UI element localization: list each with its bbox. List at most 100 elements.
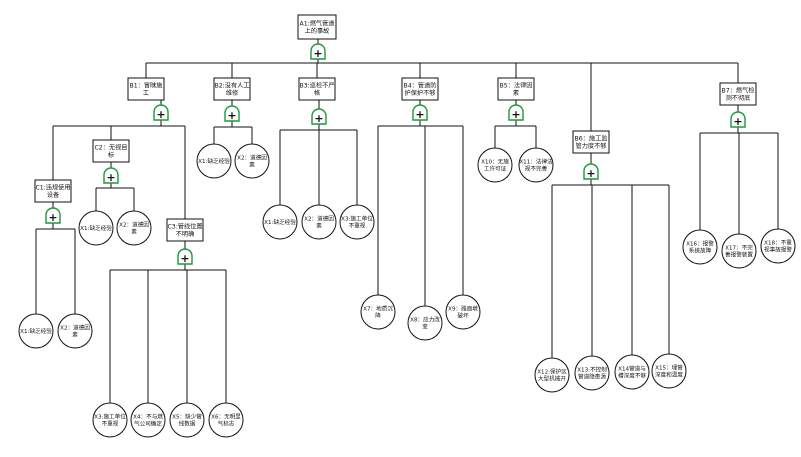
basic-event-label-line: 素 bbox=[316, 222, 322, 230]
basic-event-circle bbox=[760, 228, 796, 264]
or-gate-c2: + bbox=[103, 167, 119, 184]
basic-event-label-line: 深度和温度 bbox=[655, 371, 683, 379]
basic-event-circle bbox=[574, 355, 610, 391]
gate-symbol: + bbox=[180, 252, 189, 265]
event-label-line: 设备 bbox=[47, 191, 60, 199]
basic-event-label-line: X2：道德因 bbox=[237, 154, 267, 162]
gate-symbol: + bbox=[227, 109, 236, 122]
basic-event-label: X1:缺乏经验 bbox=[80, 224, 112, 232]
basic-event-label: X1:缺乏经验 bbox=[198, 157, 230, 165]
event-label: A1:燃气管道上的事故 bbox=[299, 19, 334, 35]
event-label-line: 工 bbox=[143, 90, 149, 97]
basic-event-label-line: X9：路面墩 bbox=[448, 305, 478, 313]
basic-event-b3-x3: X3:施工单位不重视 bbox=[339, 204, 375, 240]
basic-event-label: X1:缺乏经验 bbox=[20, 327, 52, 335]
basic-event-label-line: 善报警装置 bbox=[725, 251, 753, 259]
event-box-frame bbox=[719, 82, 757, 106]
basic-event-label: X12:保护区大型机械开 bbox=[537, 368, 567, 383]
basic-event-x7: X7：地质沉降 bbox=[360, 294, 396, 330]
or-gate-c3: + bbox=[177, 248, 193, 265]
basic-event-label-line: X2：道德因 bbox=[119, 221, 149, 229]
basic-event-circle bbox=[116, 210, 152, 246]
basic-event-x18: X18：不重视事故报警 bbox=[760, 228, 796, 264]
basic-event-label-line: 素 bbox=[249, 161, 255, 169]
basic-event-label: X2：道德因素 bbox=[119, 221, 149, 236]
basic-event-label-line: 不重视 bbox=[349, 222, 366, 230]
basic-event-c3-x3: X3:施工单位不重视 bbox=[92, 402, 128, 438]
basic-event-label-line: X10：无施 bbox=[481, 158, 509, 166]
basic-event-label-line: 规不完善 bbox=[525, 165, 548, 173]
basic-event-circle bbox=[360, 294, 396, 330]
basic-event-label: X11：法律法规不完善 bbox=[519, 158, 553, 173]
basic-event-label-line: 工许可证 bbox=[484, 165, 507, 173]
gate-shape bbox=[583, 163, 599, 180]
basic-event-circle bbox=[407, 305, 443, 341]
basic-event-c3-x4: X4：不与燃气公司确定 bbox=[130, 402, 166, 438]
basic-event-label-line: 气公司确定 bbox=[134, 420, 162, 428]
basic-event-circle bbox=[651, 353, 687, 389]
basic-event-label-line: X2：道德因 bbox=[60, 324, 90, 332]
basic-event-label: X17：不完善报警装置 bbox=[725, 244, 753, 259]
basic-event-c2-x1: X1:缺乏经验 bbox=[78, 210, 114, 246]
basic-event-circle bbox=[339, 204, 375, 240]
basic-event-label-line: X15：埋管 bbox=[655, 364, 683, 372]
basic-event-label-line: X1:缺乏经验 bbox=[198, 157, 230, 165]
or-gate-b5: + bbox=[508, 104, 524, 121]
basic-event-label: X13:不控制管道隐患源 bbox=[577, 366, 607, 381]
basic-event-label-line: X16：报警 bbox=[686, 240, 714, 248]
gate-symbol: + bbox=[106, 171, 115, 184]
gate-symbol: + bbox=[511, 108, 520, 121]
or-gate-b4: + bbox=[412, 104, 428, 121]
event-label-line: 护保护不够 bbox=[405, 89, 436, 97]
event-box-b6: B6：施工监管力度不够 bbox=[572, 130, 610, 154]
event-label: B1：冒昧施工 bbox=[130, 81, 163, 97]
basic-event-label-line: 不重视 bbox=[102, 420, 119, 428]
event-label-line: C2：无视目 bbox=[94, 143, 127, 151]
event-box-frame bbox=[298, 77, 336, 101]
gate-symbol: + bbox=[733, 115, 742, 128]
basic-event-circle bbox=[196, 143, 232, 179]
basic-event-label-line: X8：应力改 bbox=[410, 316, 440, 324]
gate-symbol: + bbox=[415, 108, 424, 121]
basic-event-label-line: X3:施工单位 bbox=[94, 413, 126, 421]
basic-event-b2-x2: X2：道德因素 bbox=[234, 143, 270, 179]
basic-event-label: X15：埋管深度和温度 bbox=[655, 364, 683, 379]
basic-event-x16: X16：报警系统故障 bbox=[682, 229, 718, 265]
basic-event-label-line: X1:缺乏经验 bbox=[264, 218, 296, 226]
basic-event-circle bbox=[534, 357, 570, 393]
basic-event-label-line: X6：无明显 bbox=[211, 414, 241, 421]
basic-event-label: X4：不与燃气公司确定 bbox=[133, 413, 163, 428]
basic-event-c1-x1: X1:缺乏经验 bbox=[18, 313, 54, 349]
event-label: C2：无视目标 bbox=[94, 143, 127, 159]
basic-event-label-line: 破坏 bbox=[457, 312, 469, 320]
basic-event-label: X3:施工单位不重视 bbox=[341, 215, 373, 230]
event-label: C1:违规使用设备 bbox=[35, 183, 70, 199]
basic-event-label-line: X13:不控制 bbox=[577, 366, 607, 374]
basic-event-label: X1:缺乏经验 bbox=[264, 218, 296, 226]
basic-event-label: X6：无明显气标志 bbox=[211, 414, 241, 428]
basic-event-circle bbox=[18, 313, 54, 349]
event-label-line: 维修 bbox=[226, 89, 239, 97]
basic-event-label-line: X14管道与 bbox=[618, 365, 646, 373]
gate-symbol: + bbox=[48, 211, 57, 224]
basic-event-label-line: X1:缺乏经验 bbox=[20, 327, 52, 335]
event-label: B5：法律因素 bbox=[500, 81, 533, 97]
basic-event-x12: X12:保护区大型机械开 bbox=[534, 357, 570, 393]
basic-event-label-line: 管道隐患源 bbox=[578, 373, 606, 381]
basic-event-c1-x2: X2：道德因素 bbox=[57, 313, 93, 349]
event-label-line: B7：燃气检 bbox=[722, 86, 755, 94]
event-label: C3:管线位置不明确 bbox=[167, 222, 202, 238]
gate-shape bbox=[310, 43, 326, 60]
event-label-line: 测不彻底 bbox=[726, 94, 751, 102]
basic-event-label-line: 槽深度不够 bbox=[618, 372, 646, 380]
basic-event-label-line: X12:保护区 bbox=[537, 368, 567, 376]
gate-symbol: + bbox=[313, 47, 322, 60]
basic-event-label-line: 变 bbox=[422, 323, 428, 331]
basic-event-circle bbox=[92, 402, 128, 438]
basic-event-c3-x5: X5：缺少管线数据 bbox=[169, 402, 205, 438]
event-label: B3:巡检不严格 bbox=[299, 81, 334, 97]
basic-event-circle bbox=[208, 402, 244, 438]
gate-shape bbox=[412, 104, 428, 121]
event-label-line: 上的事故 bbox=[305, 27, 330, 35]
